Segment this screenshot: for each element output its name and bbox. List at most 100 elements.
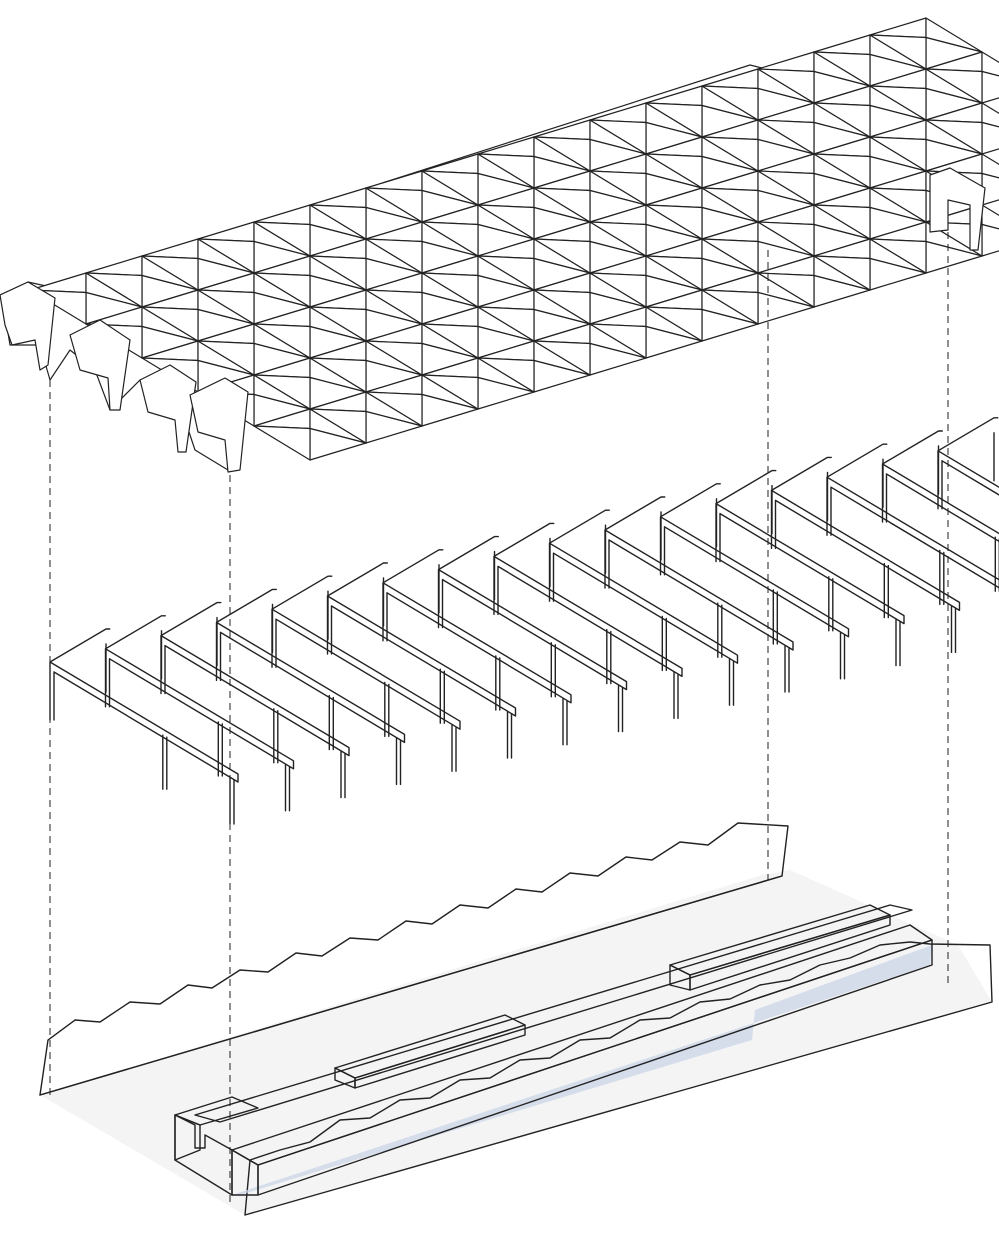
- portal-frame: [326, 562, 517, 759]
- frame-members: [604, 496, 794, 693]
- portal-frame: [548, 509, 739, 706]
- roof-fold-face: [813, 34, 871, 56]
- ground-base: [39, 822, 993, 1216]
- platform-2-side: [689, 914, 891, 991]
- floor-edge-back: [39, 875, 783, 1096]
- front-wall: [244, 941, 993, 1216]
- frame-members: [104, 615, 295, 812]
- frame-members: [215, 588, 406, 786]
- frame-members: [437, 535, 628, 733]
- roof-fold-face: [701, 289, 759, 325]
- roof-fold-face: [589, 102, 647, 124]
- portal-frame: [49, 628, 239, 825]
- roof-fold-face: [365, 238, 423, 274]
- roof-fold-face: [533, 238, 591, 274]
- roof-fold-face: [85, 255, 143, 277]
- roof-fold-face: [253, 374, 311, 410]
- frame-members: [715, 469, 905, 667]
- roof-fold-face: [813, 102, 871, 138]
- lower-ridge-side: [257, 939, 933, 1196]
- roof-fold-face: [477, 204, 535, 240]
- frame-members: [493, 522, 683, 720]
- roof-fold-face: [981, 223, 999, 257]
- projection-lines: [49, 232, 949, 1205]
- roof-fold-face: [253, 425, 311, 461]
- roof-fold-face: [309, 408, 367, 444]
- roof-fold-face: [421, 170, 479, 206]
- roof-fold-face: [981, 102, 999, 128]
- roof-fold-face: [421, 323, 479, 359]
- frame-members: [49, 628, 239, 825]
- roof-fold-face: [141, 238, 199, 260]
- roof-fold-face: [645, 255, 703, 291]
- portal-frame: [493, 522, 683, 720]
- folded-roof: [0, 17, 999, 473]
- roof-fold-face: [141, 306, 199, 342]
- roof-fold-face: [981, 153, 999, 179]
- roof-fold-face: [309, 187, 367, 209]
- roof-fold-face: [645, 153, 703, 189]
- portal-frame: [160, 601, 350, 799]
- end-block-face: [174, 1114, 233, 1196]
- portal-frame: [215, 588, 406, 786]
- frame-members: [937, 417, 999, 510]
- roof-fold-face: [253, 221, 311, 257]
- roof-fold-face: [253, 272, 311, 308]
- roof-fold-face: [477, 255, 535, 291]
- roof-fold-face: [197, 238, 255, 274]
- platform-blocks: [174, 904, 933, 1196]
- roof-fold-face: [813, 204, 871, 240]
- upper-ridge-top: [194, 904, 913, 1123]
- roof-fold-face: [925, 68, 983, 104]
- roof-fold-face: [869, 136, 927, 172]
- portal-frame: [604, 496, 794, 693]
- roof-fold-face: [309, 255, 367, 291]
- roof-fold-face: [589, 119, 647, 155]
- roof-fold-face: [701, 187, 759, 223]
- roof-fold-face: [757, 272, 815, 308]
- roof-fold-face: [813, 153, 871, 189]
- roof-fold-face: [589, 221, 647, 257]
- roof-fold-face: [365, 340, 423, 376]
- portal-frame: [826, 443, 999, 606]
- roof-fold-face: [421, 153, 479, 175]
- roof-fold-face: [365, 289, 423, 325]
- portal-frame: [937, 417, 999, 510]
- roof-fold-face: [533, 340, 591, 376]
- roof-fold-face: [421, 221, 479, 257]
- roof-fold-face: [533, 136, 591, 172]
- roof-fold-face: [477, 153, 535, 189]
- portal-frame: [382, 549, 572, 746]
- back-wall: [39, 822, 789, 1096]
- roof-fold-face: [309, 306, 367, 342]
- platform-1-side: [354, 1024, 526, 1089]
- roof-fold-face: [757, 119, 815, 155]
- roof-fold-tiles: [29, 17, 999, 461]
- roof-fold-face: [813, 255, 871, 291]
- portal-frame: [437, 535, 628, 733]
- roof-fold-face: [85, 272, 143, 308]
- roof-fold-face: [365, 170, 423, 192]
- roof-fold-face: [589, 272, 647, 308]
- roof-fold-face: [533, 187, 591, 223]
- portal-frame: [104, 615, 295, 812]
- portal-frame: [715, 469, 905, 667]
- roof-fold-face: [701, 136, 759, 172]
- frame-members: [160, 601, 350, 799]
- roof-fold-face: [589, 170, 647, 206]
- roof-fold-face: [533, 289, 591, 325]
- roof-fold-face: [141, 255, 199, 291]
- roof-fold-face: [477, 357, 535, 393]
- roof-fold-face: [253, 323, 311, 359]
- roof-fold-face: [925, 119, 983, 155]
- roof-fold-face: [981, 70, 999, 104]
- roof-fold-face: [981, 51, 999, 77]
- frame-members: [826, 443, 999, 606]
- roof-fold-face: [253, 204, 311, 226]
- roof-fold-face: [701, 85, 759, 121]
- frame-members: [271, 575, 461, 772]
- roof-fold-face: [757, 170, 815, 206]
- frame-members: [659, 483, 850, 680]
- roof-fold-face: [869, 85, 927, 121]
- portal-frames: [49, 417, 999, 825]
